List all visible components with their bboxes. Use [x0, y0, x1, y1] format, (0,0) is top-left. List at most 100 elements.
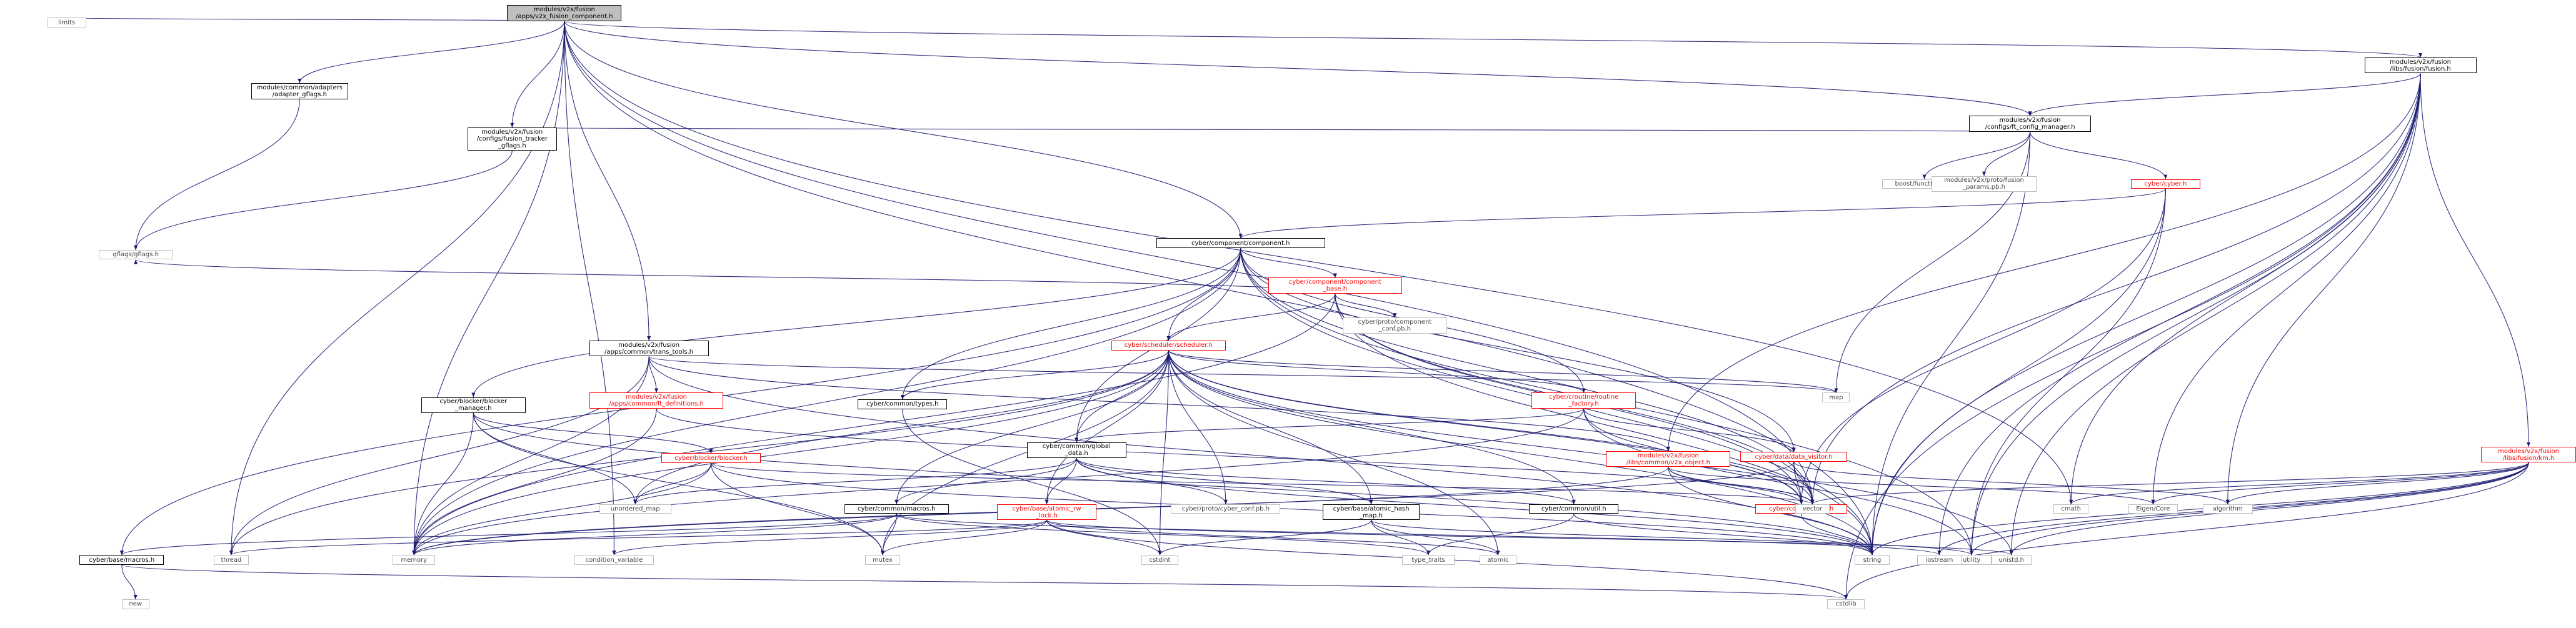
node-label: cyber/data/data_visitor.h	[1755, 453, 1833, 461]
node-common-macros[interactable]: cyber/common/macros.h	[844, 504, 949, 514]
edge-scheduler-to-mutex	[882, 350, 1169, 556]
arrowhead	[1970, 551, 1974, 556]
node-global-data[interactable]: cyber/common/global _data.h	[1026, 442, 1126, 459]
node-label: vector	[1802, 506, 1823, 513]
edge-blocker-to-unordered_map	[634, 462, 712, 504]
edge-km_h-to-cmath	[2070, 462, 2529, 505]
node-base-macros[interactable]: cyber/base/macros.h	[79, 555, 164, 565]
edge-scheduler-to-types	[902, 350, 1169, 400]
edge-cyber_h-to-common_log	[1801, 189, 2166, 504]
arrowhead	[2028, 111, 2032, 116]
node-common-util[interactable]: cyber/common/util.h	[1529, 504, 1619, 514]
edge-atomic_rw_lock-to-unistd	[1046, 519, 2012, 556]
node-v2x-object[interactable]: modules/v2x/fusion /libs/common/v2x_obje…	[1606, 451, 1731, 467]
node-types[interactable]: cyber/common/types.h	[858, 399, 948, 409]
edge-ft_definitions-to-memory	[413, 408, 657, 556]
node-component[interactable]: cyber/component/component.h	[1156, 238, 1325, 249]
node-ft-config-manager[interactable]: modules/v2x/fusion /configs/ft_config_ma…	[1969, 116, 2092, 132]
edge-fusion_h-to-algorithm	[2227, 73, 2421, 504]
node-fusion-h[interactable]: modules/v2x/fusion /libs/fusion/fusion.h	[2364, 57, 2477, 74]
edge-atomic_rw_lock-to-mutex	[882, 520, 1048, 556]
edge-scheduler-to-cstdint	[1159, 350, 1169, 556]
edge-km_h-to-algorithm	[2227, 462, 2529, 505]
edge-common_log-to-string	[1801, 514, 1873, 556]
edge-common_macros-to-memory	[413, 513, 897, 556]
node-blocker-manager[interactable]: cyber/blocker/blocker _manager.h	[421, 397, 526, 414]
edge-base_macros-to-cstdlib	[121, 564, 1847, 600]
edge-component_base-to-memory	[413, 293, 1336, 556]
edge-scheduler-to-unordered_map	[634, 350, 1169, 504]
edge-component-to-types	[902, 248, 1241, 400]
edge-component-to-component_base	[1240, 247, 1336, 278]
node-string: string	[1855, 555, 1890, 565]
edge-common_macros-to-base_macros	[121, 513, 897, 556]
node-cmath: cmath	[2053, 504, 2089, 514]
node-limits: limits	[47, 17, 86, 27]
arrowhead	[471, 392, 476, 397]
arrowhead	[1810, 499, 1815, 504]
edge-blocker-to-mutex	[711, 463, 883, 556]
node-label: gflags/gflags.h	[113, 251, 159, 259]
node-routine-factory[interactable]: cyber/croutine/routine _factory.h	[1531, 392, 1636, 409]
edge-root-to-component	[564, 21, 1241, 239]
node-atomic-rw-lock[interactable]: cyber/base/atomic_rw _lock.h	[996, 504, 1097, 521]
arrowhead	[1937, 551, 1942, 556]
edge-common_util-to-type_traits	[1428, 514, 1575, 556]
node-label: condition_variable	[585, 556, 643, 564]
edge-scheduler-to-cyber_conf	[1168, 350, 1226, 504]
edge-scheduler-to-atomic	[1168, 350, 1498, 556]
edge-fusion_h-to-string	[1872, 73, 2421, 556]
node-cyber-h[interactable]: cyber/cyber.h	[2130, 179, 2201, 189]
edge-atomic_rw_lock-to-condition_variable	[613, 519, 1048, 556]
edge-routine_factory-to-data_visitor	[1583, 408, 1795, 452]
arrowhead	[1982, 171, 1987, 176]
arrowhead	[880, 551, 885, 556]
node-km-h[interactable]: modules/v2x/fusion /libs/fusion/km.h	[2481, 446, 2576, 463]
node-label: cyber/common/macros.h	[858, 506, 936, 513]
edge-fusion_h-to-unistd	[2011, 73, 2421, 556]
node-adapter-gflags[interactable]: modules/common/adapters /adapter_gflags.…	[251, 83, 348, 99]
edge-v2x_object-to-eigen_core	[1668, 466, 2154, 505]
edge-atomic_hash_map-to-utility	[1371, 519, 1972, 556]
arrowhead	[709, 449, 713, 454]
node-cstdint: cstdint	[1141, 555, 1179, 565]
node-label: cyber/proto/cyber_conf.pb.h	[1181, 506, 1270, 513]
node-atomic-hash-map[interactable]: cyber/base/atomic_hash _map.h	[1323, 504, 1420, 521]
edge-global_data-to-common_macros	[896, 458, 1077, 504]
node-label: cyber/base/atomic_hash _map.h	[1333, 505, 1410, 519]
node-label: cyber/base/macros.h	[89, 556, 155, 564]
arrowhead	[1581, 388, 1586, 393]
node-label: cyber/croutine/routine _factory.h	[1548, 394, 1619, 408]
node-label: modules/v2x/fusion /apps/common/ft_defin…	[609, 394, 704, 408]
node-scheduler[interactable]: cyber/scheduler/scheduler.h	[1111, 340, 1226, 351]
node-atomic: atomic	[1479, 555, 1517, 565]
arrowhead	[1158, 551, 1162, 556]
edge-atomic_rw_lock-to-thread	[231, 519, 1048, 556]
edge-base_macros-to-new	[121, 564, 136, 599]
node-cstdlib: cstdlib	[1827, 599, 1865, 609]
edge-cyber_h-to-utility	[1971, 189, 2166, 556]
node-trans-tools[interactable]: modules/v2x/fusion /apps/common/trans_to…	[589, 340, 709, 357]
edge-routine_factory-to-global_data	[1076, 408, 1585, 443]
node-label: boost/function.hpp	[1895, 180, 1954, 187]
node-iostream: iostream	[1917, 555, 1962, 565]
edge-atomic_rw_lock-to-cstdint	[1046, 520, 1161, 556]
edge-fusion_h-to-utility	[1971, 73, 2421, 556]
node-label: modules/v2x/fusion /apps/common/trans_to…	[604, 341, 694, 356]
node-fusion-tracker-gflags[interactable]: modules/v2x/fusion /configs/fusion_track…	[467, 127, 557, 151]
arrowhead	[2225, 499, 2230, 504]
arrowhead	[1922, 174, 1927, 179]
edge-km_h-to-string	[1872, 462, 2529, 556]
node-component-base[interactable]: cyber/component/component _base.h	[1268, 277, 1403, 294]
arrowhead	[654, 388, 659, 393]
node-ft-definitions[interactable]: modules/v2x/fusion /apps/common/ft_defin…	[589, 392, 724, 409]
node-data-visitor[interactable]: cyber/data/data_visitor.h	[1740, 452, 1848, 462]
edge-component-to-scheduler	[1168, 248, 1241, 341]
node-utility: utility	[1952, 555, 1992, 565]
arrowhead	[612, 551, 616, 556]
edge-scheduler-to-atomic_rw_lock	[1046, 350, 1169, 504]
node-blocker[interactable]: cyber/blocker/blocker.h	[661, 453, 761, 463]
edge-ft_config_manager-to-boost_function	[1924, 131, 2031, 179]
node-label: cyber/common/util.h	[1541, 506, 1606, 513]
node-label: modules/v2x/fusion /configs/fusion_track…	[476, 128, 548, 149]
